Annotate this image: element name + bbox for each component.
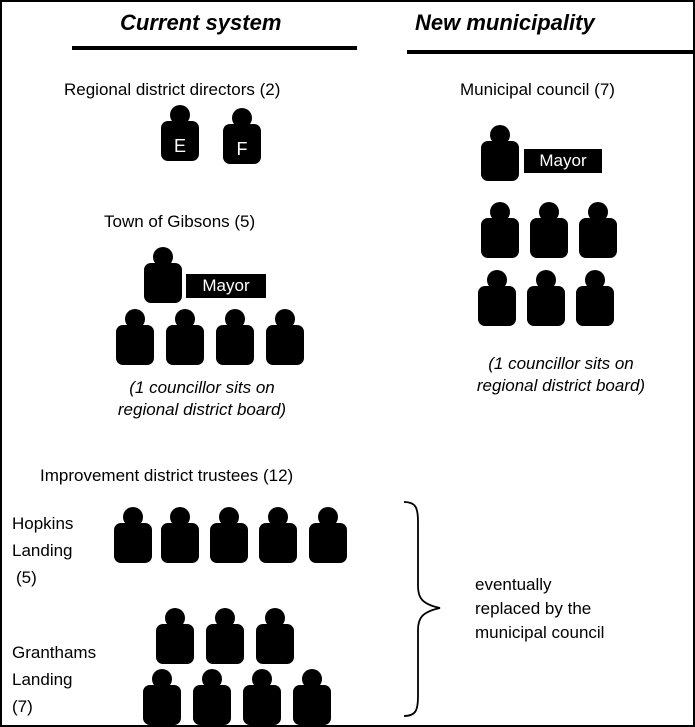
hopkins-trustee-figure: [258, 507, 298, 563]
granthams-landing-label: Granthams Landing (7): [12, 639, 96, 720]
council-mayor-label: Mayor: [524, 149, 602, 173]
director-e-figure: E: [160, 105, 200, 161]
council-councillor-figure: [477, 270, 517, 326]
gibsons-note: (1 councillor sits on regional district …: [72, 377, 332, 421]
gibsons-mayor-label: Mayor: [186, 274, 266, 298]
gibsons-councillor-figure: [115, 309, 155, 365]
bracket-note-line2: replaced by the: [475, 599, 592, 618]
council-note: (1 councillor sits on regional district …: [430, 353, 692, 397]
gibsons-mayor-figure: [143, 247, 183, 303]
municipal-council-title: Municipal council (7): [460, 80, 615, 99]
curly-bracket: [403, 501, 441, 717]
council-councillor-figure: [578, 202, 618, 258]
bracket-note-line3: municipal council: [475, 623, 605, 642]
improvement-title: Improvement district trustees (12): [40, 466, 294, 485]
granthams-trustee-figure: [292, 669, 332, 725]
hopkins-line3: (5): [16, 568, 37, 587]
council-councillor-figure: [575, 270, 615, 326]
gibsons-councillor-figure: [265, 309, 305, 365]
council-note-line1: (1 councillor sits on: [488, 354, 634, 373]
gibsons-note-line1: (1 councillor sits on: [129, 378, 275, 397]
gibsons-note-line2: regional district board): [117, 400, 287, 419]
hopkins-trustee-figure: [113, 507, 153, 563]
hopkins-line1: Hopkins: [12, 514, 74, 533]
bracket-note: eventually replaced by the municipal cou…: [475, 573, 604, 645]
new-municipality-rule: [407, 50, 695, 54]
council-councillor-figure: [480, 202, 520, 258]
granthams-trustee-figure: [242, 669, 282, 725]
council-councillor-figure: [526, 270, 566, 326]
hopkins-line2: Landing: [12, 541, 73, 560]
current-system-header: Current system: [120, 10, 282, 35]
council-councillor-figure: [529, 202, 569, 258]
granthams-line3: (7): [12, 697, 33, 716]
granthams-line2: Landing: [12, 670, 73, 689]
regional-directors-title: Regional district directors (2): [64, 80, 281, 99]
hopkins-trustee-figure: [308, 507, 348, 563]
granthams-trustee-figure: [255, 608, 295, 664]
granthams-trustee-figure: [155, 608, 195, 664]
gibsons-councillor-figure: [215, 309, 255, 365]
hopkins-trustee-figure: [209, 507, 249, 563]
granthams-line1: Granthams: [12, 643, 97, 662]
council-note-line2: regional district board): [476, 376, 646, 395]
director-badge-f: F: [237, 139, 248, 159]
gibsons-title: Town of Gibsons (5): [104, 212, 256, 231]
gibsons-councillor-figure: [165, 309, 205, 365]
director-f-figure: F: [222, 108, 262, 164]
bracket-note-line1: eventually: [475, 575, 552, 594]
director-badge-e: E: [174, 136, 186, 156]
hopkins-landing-label: Hopkins Landing (5): [12, 510, 73, 591]
hopkins-trustee-figure: [160, 507, 200, 563]
new-municipality-header: New municipality: [415, 10, 595, 35]
granthams-trustee-figure: [192, 669, 232, 725]
council-mayor-figure: [480, 125, 520, 181]
granthams-trustee-figure: [205, 608, 245, 664]
granthams-trustee-figure: [142, 669, 182, 725]
current-system-rule: [72, 46, 357, 50]
